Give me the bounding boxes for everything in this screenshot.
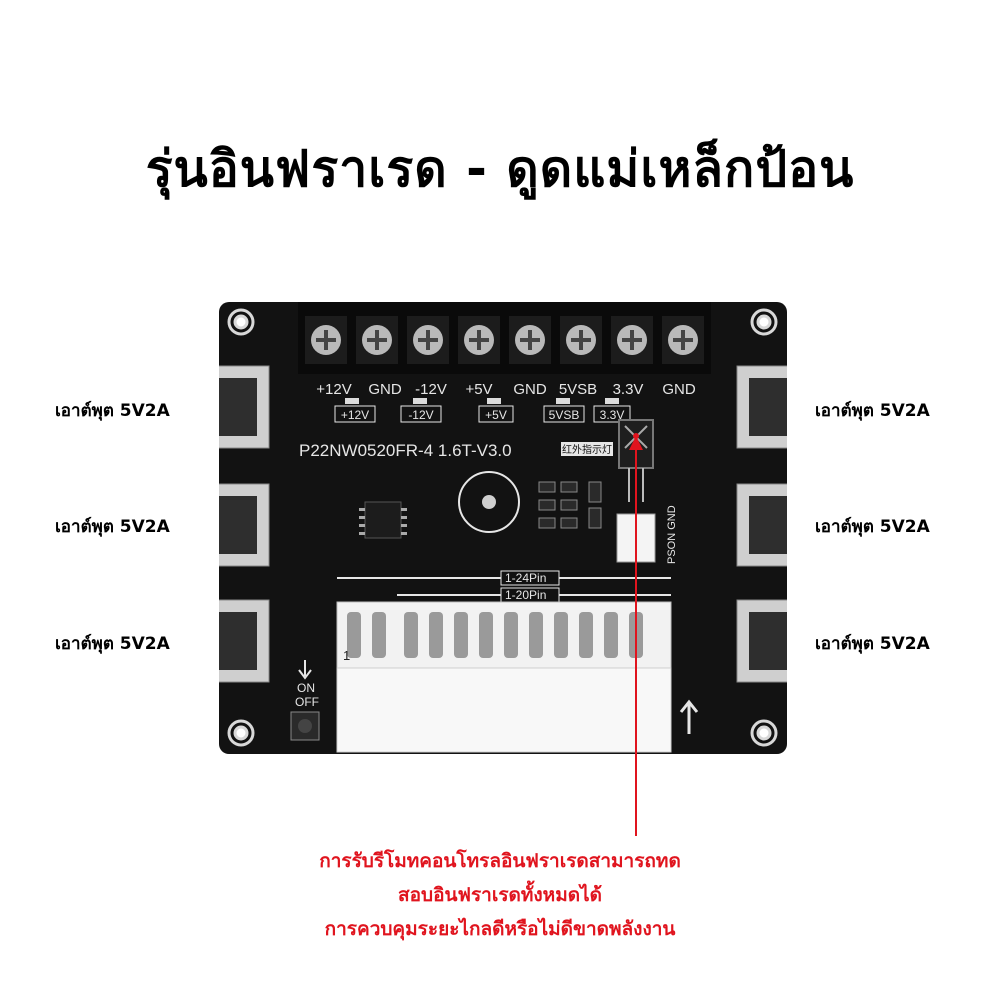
terminal-label-1: +12V	[316, 381, 351, 398]
terminal-label-5: GND	[513, 381, 547, 398]
pin-20-label: 1-20Pin	[505, 588, 546, 602]
terminal-label-7: 3.3V	[613, 381, 644, 398]
caption-line-1: การรับรีโมทคอนโทรลอินฟราเรดสามารถทด	[319, 850, 681, 872]
terminal-screws	[305, 316, 704, 364]
output-label-right-2: เอาต์พุต 5V2A	[815, 517, 930, 537]
output-label-left-1: เอาต์พุต 5V2A	[55, 401, 170, 421]
buzzer-outline	[458, 471, 520, 533]
usb-ports-left	[219, 365, 270, 683]
ir-indicator-label: 红外指示灯	[562, 443, 612, 456]
model-number: P22NW0520FR-4 1.6T-V3.0	[299, 441, 512, 460]
pin-24-label: 1-24Pin	[505, 571, 546, 585]
terminal-label-3: -12V	[415, 381, 447, 398]
caption-line-2: สอบอินฟราเรดทั้งหมดได้	[398, 884, 602, 906]
output-label-left-2: เอาต์พุต 5V2A	[55, 517, 170, 537]
indicator-label-3: +5V	[485, 408, 507, 422]
pin-one-label: 1	[343, 648, 350, 663]
terminal-label-2: GND	[368, 381, 402, 398]
on-label: ON	[297, 681, 315, 695]
page-title: รุ่นอินฟราเรด - ดูดแม่เหล็กป้อน	[145, 140, 855, 198]
indicator-label-4: 5VSB	[549, 408, 580, 422]
indicator-label-5: 3.3V	[600, 408, 625, 422]
indicator-label-2: -12V	[408, 408, 433, 422]
ic-chip	[364, 501, 402, 539]
terminal-label-6: 5VSB	[559, 381, 597, 398]
terminal-label-8: GND	[662, 381, 696, 398]
output-label-right-3: เอาต์พุต 5V2A	[815, 634, 930, 654]
pson-gnd-label: PSON GND	[666, 505, 678, 564]
usb-ports-right	[736, 365, 787, 683]
indicator-label-1: +12V	[341, 408, 369, 422]
pcb-board-photo: +12V GND -12V +5V GND 5VSB 3.3V GND +12V…	[219, 302, 787, 754]
off-label: OFF	[295, 695, 319, 709]
output-label-right-1: เอาต์พุต 5V2A	[815, 401, 930, 421]
mounting-holes	[227, 308, 778, 747]
output-label-left-3: เอาต์พุต 5V2A	[55, 634, 170, 654]
terminal-label-4: +5V	[465, 381, 492, 398]
caption-line-3: การควบคุมระยะไกลดีหรือไม่ดีขาดพลังงาน	[324, 918, 676, 940]
